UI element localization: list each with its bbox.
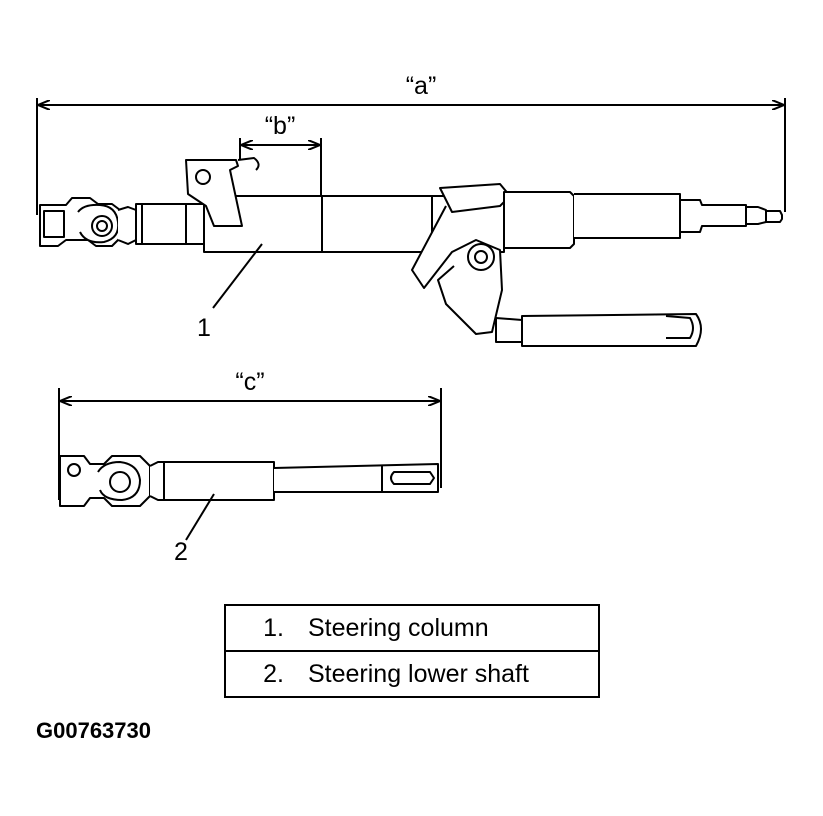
steering-lower-shaft [59,455,439,507]
callout-1: 1 [197,243,263,342]
legend-row: 2. Steering lower shaft [226,650,598,696]
legend-number: 1. [263,613,284,642]
legend-row: 1. Steering column [226,606,598,650]
legend-label: Steering column [308,613,489,642]
dimension-a-label: “a” [406,72,437,100]
steering-column [39,157,783,347]
figure-code: G00763730 [36,718,151,743]
legend-table: 1. Steering column 2. Steering lower sha… [224,604,600,698]
legend-label: Steering lower shaft [308,659,529,688]
dimension-b-label: “b” [265,112,296,140]
legend-number: 2. [263,659,284,688]
callout-1-label: 1 [197,314,211,342]
dimension-c-label: “c” [235,368,264,396]
callout-2-label: 2 [174,538,188,566]
dimension-b: “b” [239,112,322,196]
callout-2: 2 [174,493,215,566]
dimension-a: “a” [36,72,786,215]
